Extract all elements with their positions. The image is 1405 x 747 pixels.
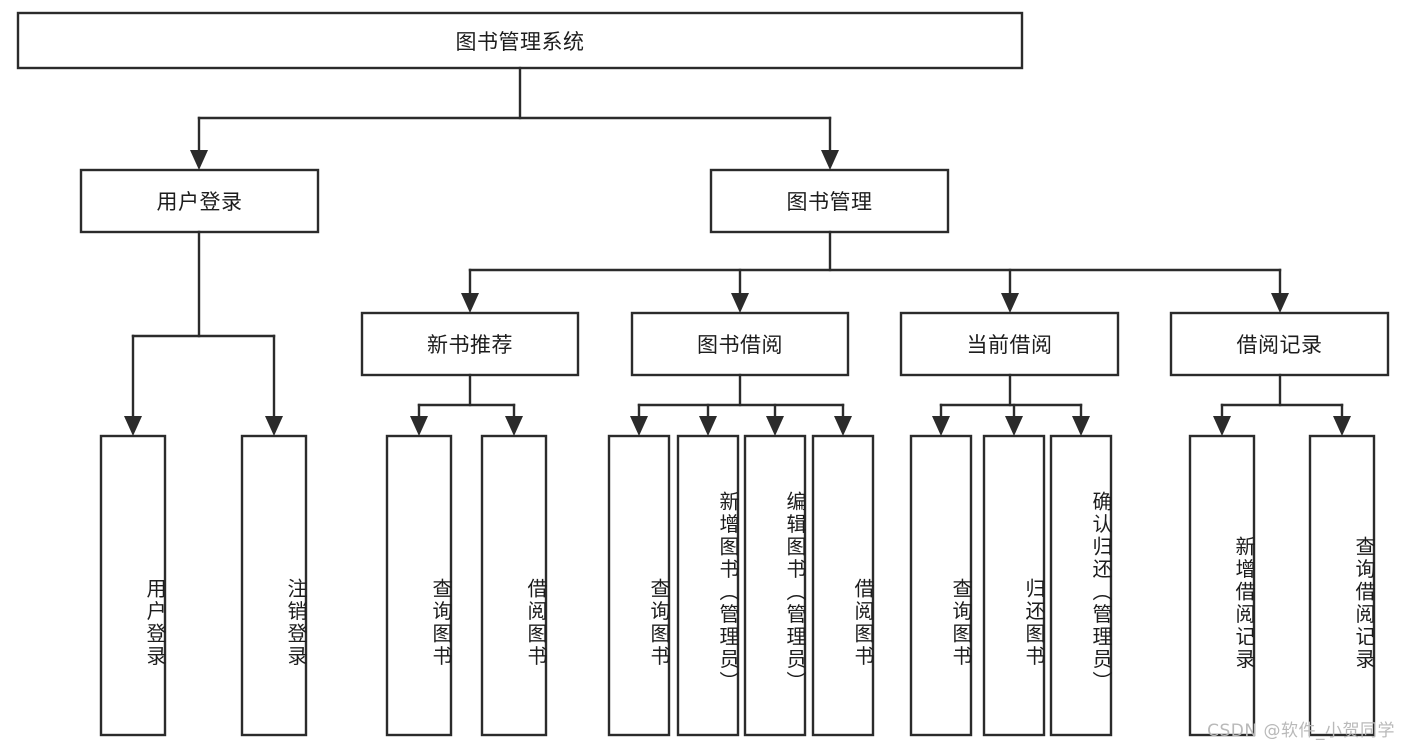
arrowhead-br-to-add-record — [1213, 416, 1231, 436]
arrowhead-nbr-to-borrow-book — [505, 416, 523, 436]
node-box-book-management[interactable] — [709, 168, 950, 234]
arrowhead-br-to-query-record — [1333, 416, 1351, 436]
arrowhead-root-to-book-management — [821, 150, 839, 170]
arrowhead-bb-to-borrow-book — [834, 416, 852, 436]
node-box-leaf-confirm-return[interactable] — [1049, 434, 1113, 737]
arrowhead-ul-to-leaf-logout-login — [265, 416, 283, 436]
node-box-leaf-query-book-borrow[interactable] — [607, 434, 671, 737]
node-box-leaf-query-borrow-record[interactable] — [1308, 434, 1376, 737]
arrowhead-bb-to-edit-book — [766, 416, 784, 436]
node-box-leaf-logout-login[interactable] — [240, 434, 308, 737]
node-box-current-borrow[interactable] — [899, 311, 1120, 377]
arrowhead-bm-to-book-borrow — [731, 293, 749, 313]
arrowhead-cb-to-query-book — [932, 416, 950, 436]
node-box-leaf-borrow-book[interactable] — [811, 434, 875, 737]
arrowhead-ul-to-leaf-user-login — [124, 416, 142, 436]
arrowhead-bm-to-borrow-record — [1271, 293, 1289, 313]
arrowhead-bm-to-current-borrow — [1001, 293, 1019, 313]
node-box-leaf-user-login[interactable] — [99, 434, 167, 737]
node-box-borrow-record[interactable] — [1169, 311, 1390, 377]
arrowhead-cb-to-return-book — [1005, 416, 1023, 436]
node-box-user-login[interactable] — [79, 168, 320, 234]
node-box-leaf-query-book-current[interactable] — [909, 434, 973, 737]
node-box-book-borrow[interactable] — [630, 311, 850, 377]
node-box-leaf-return-book[interactable] — [982, 434, 1046, 737]
arrowhead-bb-to-query-book — [630, 416, 648, 436]
arrowhead-cb-to-confirm-return — [1072, 416, 1090, 436]
node-box-leaf-borrow-book-recommend[interactable] — [480, 434, 548, 737]
arrowhead-root-to-user-login — [190, 150, 208, 170]
arrowhead-bm-to-new-book-recommend — [461, 293, 479, 313]
node-box-leaf-add-book[interactable] — [676, 434, 740, 737]
arrowhead-nbr-to-query-book — [410, 416, 428, 436]
node-box-new-book-recommend[interactable] — [360, 311, 580, 377]
node-box-root[interactable] — [16, 11, 1024, 70]
csdn-watermark: CSDN @软件_小贺同学 — [1207, 721, 1395, 741]
node-box-leaf-edit-book[interactable] — [743, 434, 807, 737]
node-box-leaf-add-borrow-record[interactable] — [1188, 434, 1256, 737]
arrowhead-bb-to-add-book — [699, 416, 717, 436]
node-box-leaf-query-book-recommend[interactable] — [385, 434, 453, 737]
